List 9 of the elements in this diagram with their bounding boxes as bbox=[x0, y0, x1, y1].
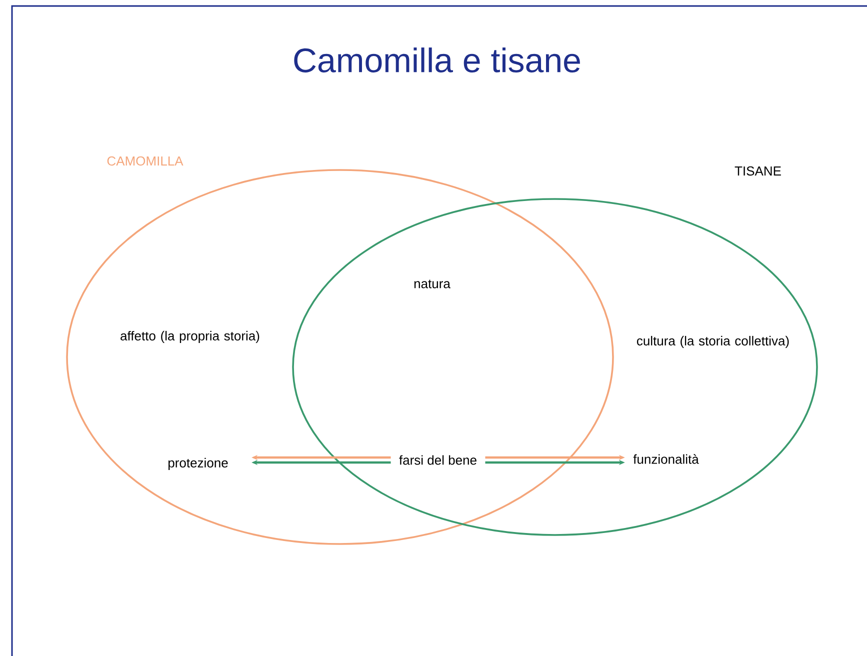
node-text: farsi del bene bbox=[399, 455, 476, 465]
slide-title: Camomilla e tisane bbox=[294, 48, 580, 72]
label-text: affetto (la propria storia) bbox=[120, 330, 260, 344]
label-text: natura bbox=[414, 280, 450, 288]
node-text: funzionalità bbox=[633, 454, 699, 464]
node-text: protezione bbox=[168, 458, 228, 470]
node-label: CAMOMILLA bbox=[107, 156, 184, 166]
node-label: TISANE bbox=[734, 166, 781, 176]
label-text: cultura (la storia collettiva) bbox=[636, 336, 789, 348]
